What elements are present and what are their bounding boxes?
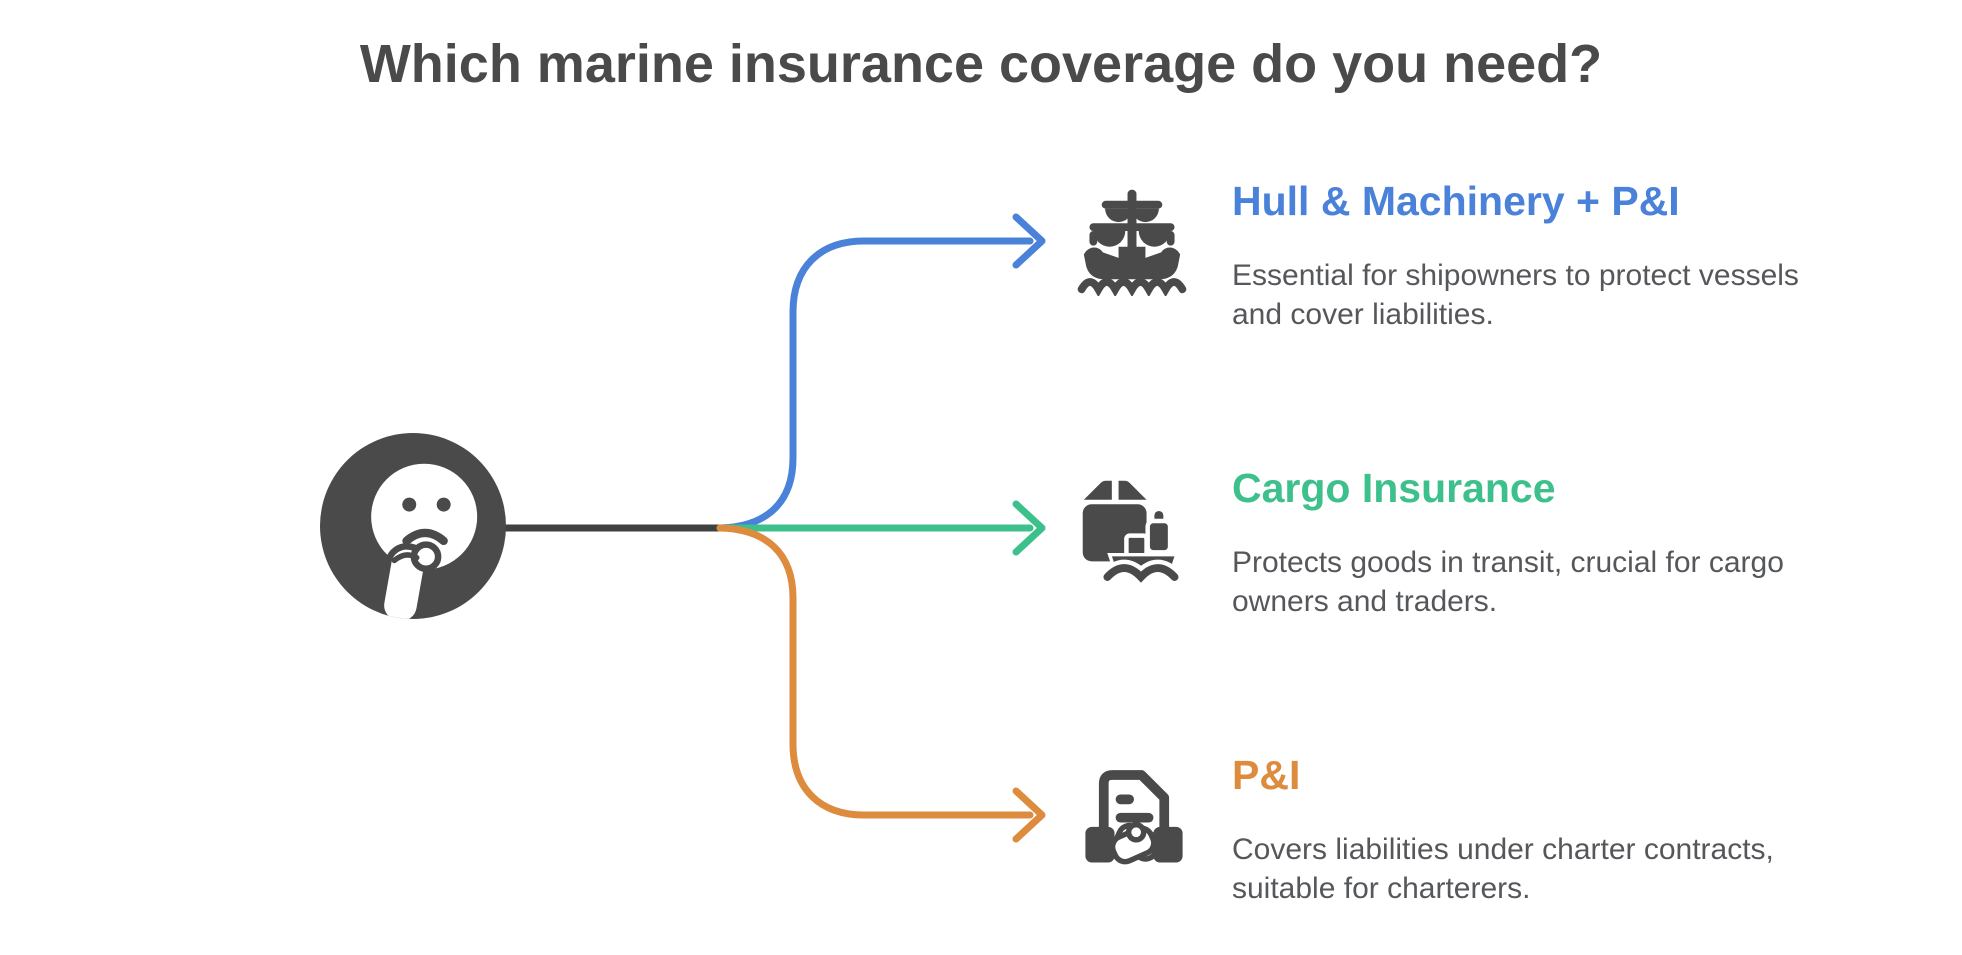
page-title: Which marine insurance coverage do you n… [359, 34, 1603, 94]
branch-arrow-blue [716, 213, 1046, 532]
branch-description: Protects goods in transit, crucial for c… [1232, 546, 1784, 619]
branch-pi: P&I Covers liabilities under charter con… [1232, 751, 1912, 908]
branch-hull-machinery: Hull & Machinery + P&I Essential for shi… [1232, 177, 1912, 334]
branch-description: Essential for shipowners to protect vess… [1232, 259, 1799, 332]
branch-arrow-green [716, 500, 1046, 556]
ship-icon [1076, 184, 1188, 296]
branch-title: P&I [1232, 752, 1301, 798]
branch-description: Covers liabilities under charter contrac… [1232, 833, 1774, 906]
branch-title: Hull & Machinery + P&I [1232, 178, 1680, 224]
thinking-face-icon [320, 433, 506, 619]
contract-handshake-icon [1080, 759, 1188, 871]
branch-cargo-insurance: Cargo Insurance Protects goods in transi… [1232, 464, 1912, 621]
cargo-ship-icon [1076, 474, 1188, 586]
branch-arrow-orange [716, 524, 1046, 843]
branch-title: Cargo Insurance [1232, 465, 1556, 511]
